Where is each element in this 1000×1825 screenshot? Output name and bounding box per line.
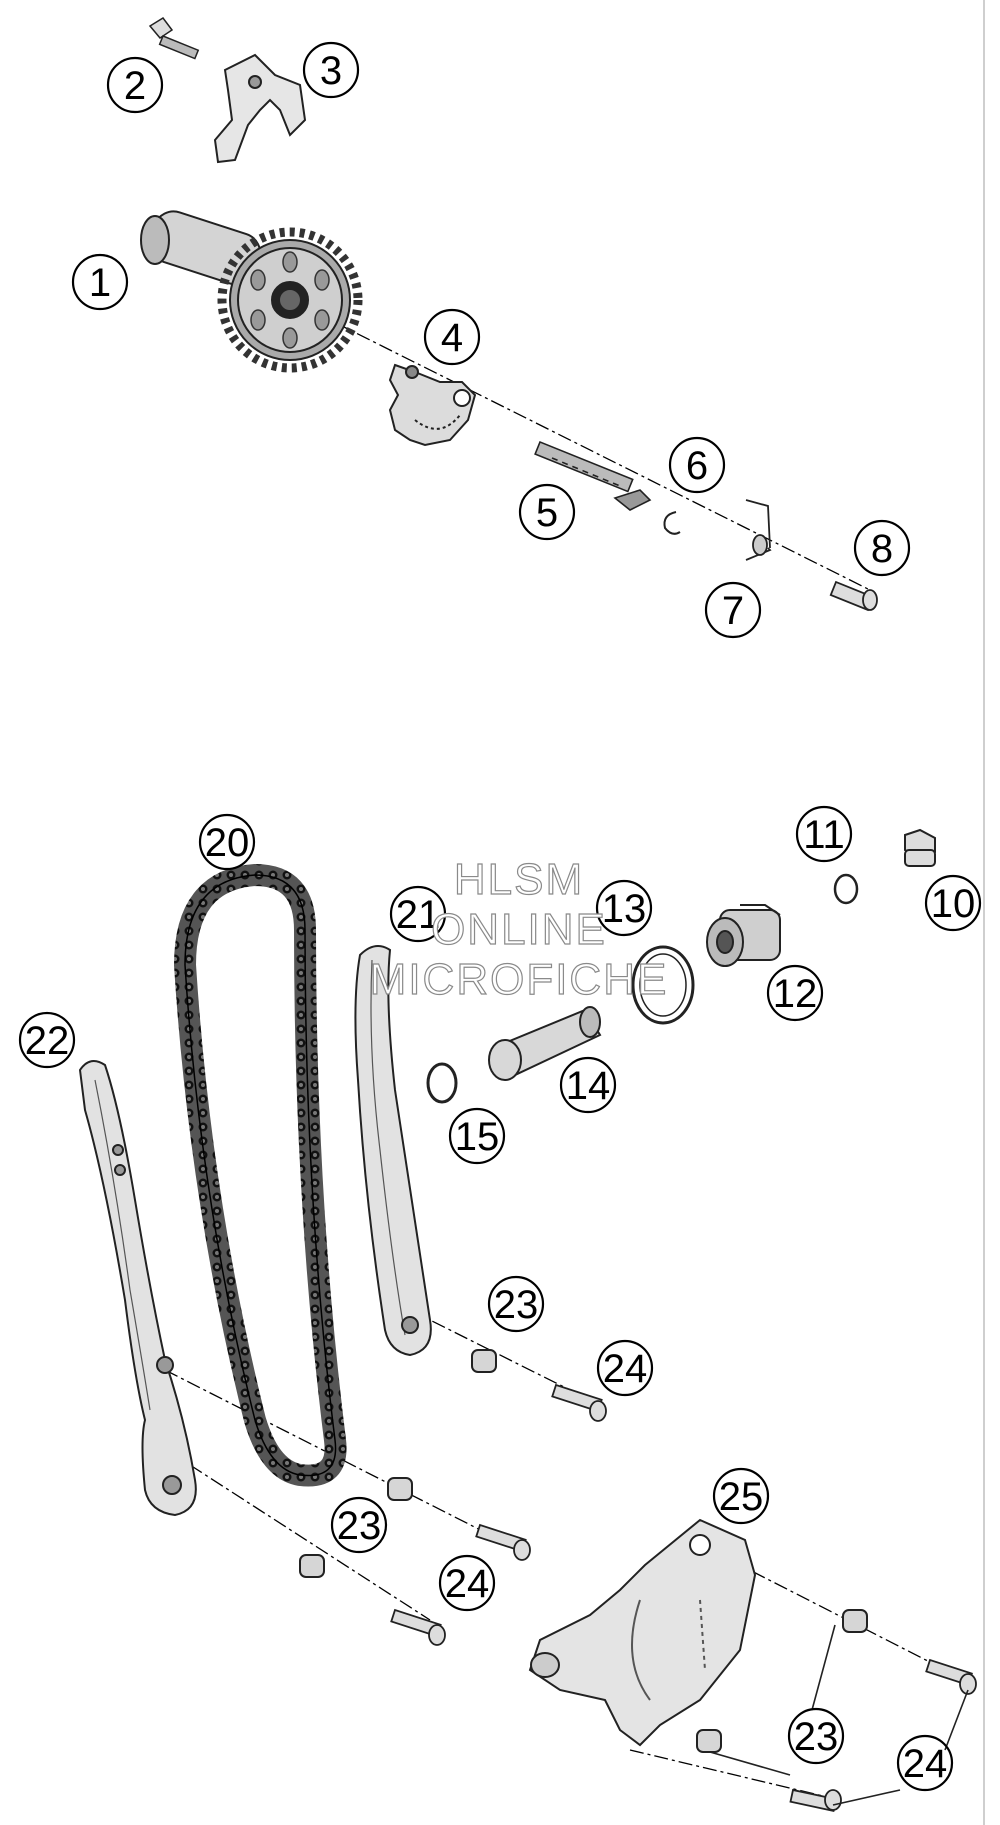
part-21-tensioner-rail: [354, 945, 432, 1357]
part-8-bolt: [829, 580, 878, 612]
callout-24-b: 24: [438, 1554, 496, 1612]
svg-text:8: 8: [871, 527, 893, 571]
svg-text:7: 7: [722, 589, 744, 633]
callouts: 1 2 3 4 5 6 7 8 10 11 12 13 14 15 20 21 …: [18, 41, 982, 1792]
svg-text:24: 24: [603, 1347, 648, 1391]
watermark-line-3: MICROFICHE: [369, 954, 669, 1004]
part-5-shaft: [534, 440, 652, 511]
svg-text:13: 13: [602, 887, 647, 931]
part-20-timing-chain: [173, 863, 347, 1487]
callout-23-b: 23: [330, 1496, 388, 1554]
part-15-oring: [426, 1062, 458, 1104]
svg-text:3: 3: [320, 49, 342, 93]
callout-6: 6: [668, 436, 726, 494]
callout-1: 1: [71, 253, 129, 311]
part-2-bolt: [148, 17, 200, 60]
leader-lines: [709, 1624, 969, 1806]
callout-23-a: 23: [487, 1275, 545, 1333]
callout-24-a: 24: [596, 1339, 654, 1397]
part-6-circlip: [663, 511, 681, 535]
svg-text:14: 14: [566, 1064, 611, 1108]
svg-text:20: 20: [205, 821, 250, 865]
svg-text:23: 23: [494, 1283, 539, 1327]
callout-8: 8: [853, 519, 911, 577]
callout-21: 21: [389, 885, 447, 943]
svg-text:23: 23: [337, 1504, 382, 1548]
callout-14: 14: [559, 1056, 617, 1114]
svg-text:24: 24: [903, 1742, 948, 1786]
callout-12: 12: [766, 964, 824, 1022]
watermark-line-2: ONLINE: [430, 904, 607, 954]
svg-text:5: 5: [536, 491, 558, 535]
part-10-plug: [904, 828, 936, 867]
callout-13: 13: [595, 879, 653, 937]
watermark-line-1: HLSM: [453, 854, 585, 904]
svg-text:4: 4: [441, 316, 463, 360]
part-23-spacers: [299, 1349, 868, 1753]
part-14-plunger: [488, 1006, 602, 1081]
svg-text:2: 2: [124, 64, 146, 108]
callout-24-c: 24: [896, 1734, 954, 1792]
callout-15: 15: [448, 1107, 506, 1165]
svg-text:6: 6: [686, 444, 708, 488]
svg-text:15: 15: [455, 1115, 500, 1159]
svg-text:25: 25: [719, 1475, 764, 1519]
part-22-guide-rail: [78, 1060, 197, 1517]
page-edge: [983, 0, 985, 1825]
part-25-bracket: [528, 1518, 757, 1747]
callout-20: 20: [198, 813, 256, 871]
svg-text:11: 11: [803, 813, 845, 857]
part-13-seal: [631, 945, 695, 1025]
callout-4: 4: [423, 308, 481, 366]
callout-23-c: 23: [787, 1707, 845, 1765]
svg-text:21: 21: [396, 893, 441, 937]
callout-10: 10: [924, 874, 982, 932]
part-11-oring: [833, 873, 859, 905]
callout-5: 5: [518, 483, 576, 541]
callout-3: 3: [302, 41, 360, 99]
part-24-bolts: [390, 1383, 977, 1812]
svg-text:1: 1: [89, 261, 111, 305]
callout-2: 2: [106, 56, 164, 114]
svg-text:23: 23: [794, 1715, 839, 1759]
part-7-spring: [745, 499, 772, 561]
callout-25: 25: [712, 1467, 770, 1525]
part-4-plate: [388, 363, 477, 447]
svg-text:10: 10: [931, 882, 976, 926]
callout-7: 7: [704, 581, 762, 639]
part-12-housing: [706, 904, 781, 967]
part-1-camshaft: [140, 210, 363, 373]
svg-text:24: 24: [445, 1562, 490, 1606]
svg-text:22: 22: [25, 1019, 70, 1063]
callout-11: 11: [795, 805, 853, 863]
callout-22: 22: [18, 1011, 76, 1069]
svg-text:12: 12: [773, 972, 818, 1016]
part-3-bracket: [213, 53, 307, 164]
